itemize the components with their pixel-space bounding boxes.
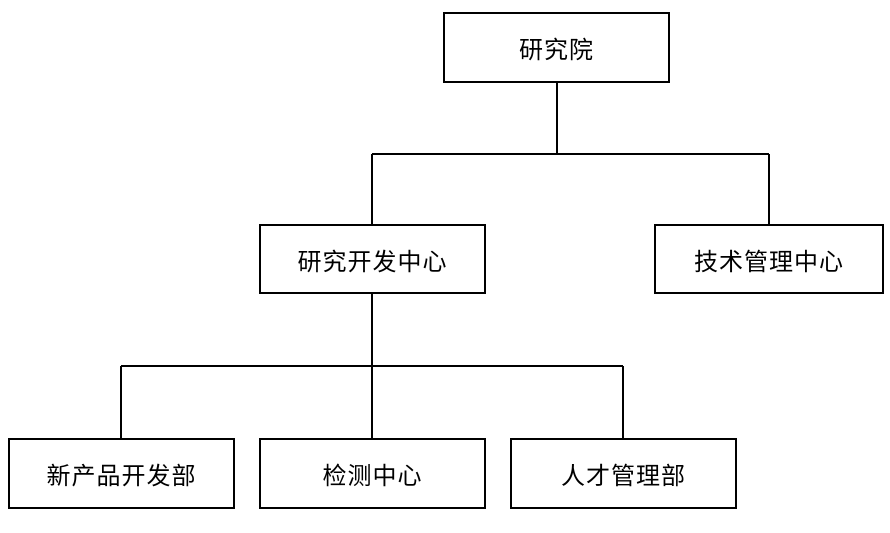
node-label: 检测中心 [322, 462, 423, 490]
node-new-product-dept: 新产品开发部 [8, 438, 235, 509]
node-research-institute: 研究院 [443, 12, 670, 83]
node-label: 人才管理部 [561, 462, 686, 490]
node-label: 研究院 [519, 36, 594, 64]
node-talent-management-dept: 人才管理部 [510, 438, 737, 509]
node-rd-center: 研究开发中心 [259, 224, 486, 294]
node-label: 技术管理中心 [694, 247, 844, 276]
node-label: 新产品开发部 [46, 462, 197, 490]
node-tech-management-center: 技术管理中心 [654, 224, 884, 294]
node-label: 研究开发中心 [297, 247, 448, 276]
node-testing-center: 检测中心 [259, 438, 486, 509]
